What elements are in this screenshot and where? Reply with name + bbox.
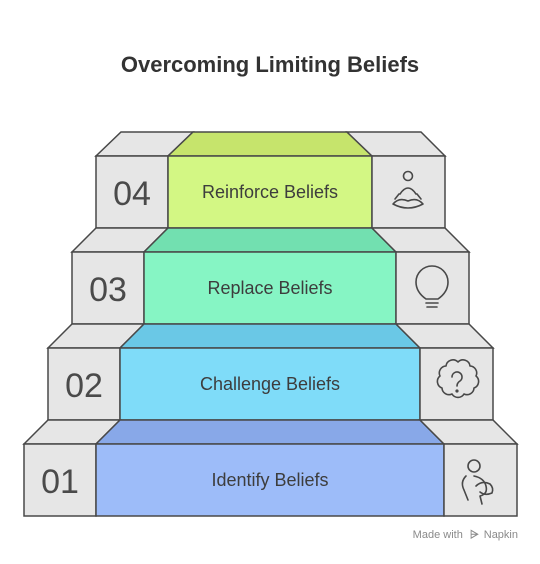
step-label: Identify Beliefs [211,470,328,490]
step-04: 04 Reinforce Beliefs [94,131,447,229]
step-number: 02 [65,367,103,405]
step-number: 04 [113,175,151,213]
step-label: Challenge Beliefs [200,374,340,394]
step-03: 03 Replace Beliefs [70,227,471,325]
watermark-prefix: Made with [412,529,463,541]
step-label: Reinforce Beliefs [202,182,338,202]
meditation-person-icon [392,170,424,209]
lightbulb-icon [415,265,449,308]
step-02: 02 Challenge Beliefs [46,323,495,421]
step-01: 01 Identify Beliefs [22,419,519,517]
step-number: 01 [41,463,79,501]
step-number: 03 [89,271,127,309]
watermark: Made with ⩥ Napkin [413,529,518,542]
napkin-logo-icon: ⩥ [469,529,479,541]
watermark-brand: Napkin [483,529,518,541]
diagram-title: Overcoming Limiting Beliefs [120,52,420,77]
step-label: Replace Beliefs [207,278,332,298]
person-thinking-icon [461,459,494,505]
question-cloud-icon [436,359,480,399]
